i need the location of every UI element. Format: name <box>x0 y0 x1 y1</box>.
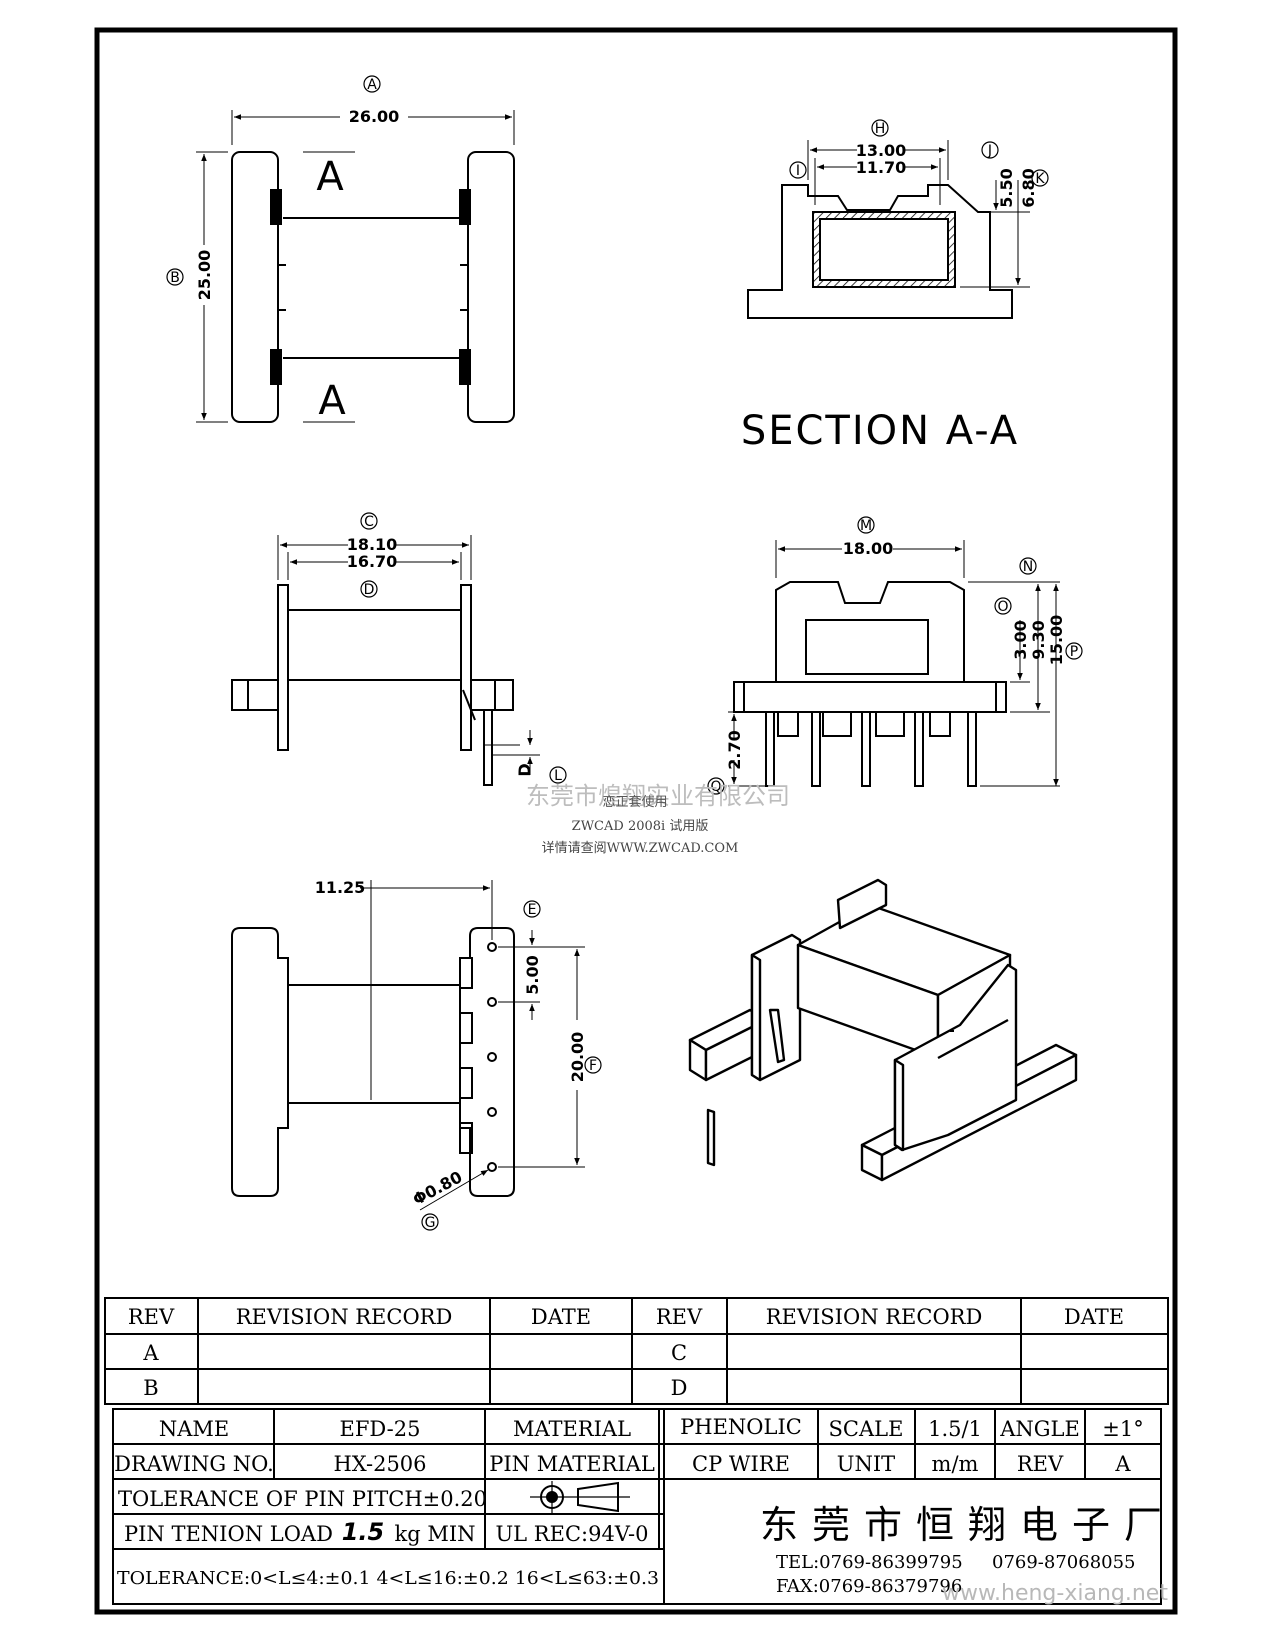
material-label: MATERIAL <box>513 1417 631 1441</box>
dim-f-value: 20.00 <box>568 1032 587 1083</box>
angle-label: ANGLE <box>999 1417 1080 1441</box>
dim-g-value: Φ0.80 <box>410 1167 466 1209</box>
section-view <box>747 119 1049 319</box>
watermark-line1: 恋正套使用 <box>602 794 667 810</box>
section-title: SECTION A-A <box>741 408 1019 454</box>
name-label: NAME <box>159 1417 229 1441</box>
watermark-line3: 详情请查阅WWW.ZWCAD.COM <box>542 841 739 856</box>
rev-a: A <box>142 1341 159 1365</box>
projection-symbol-icon <box>530 1481 630 1513</box>
dim-h-tag: H <box>875 121 886 137</box>
watermark-site: www.heng-xiang.net <box>942 1581 1168 1606</box>
date-header-left: DATE <box>531 1305 591 1329</box>
scale-label: SCALE <box>829 1417 904 1441</box>
section-mark-top: A <box>316 154 344 200</box>
dim-q-value: 2.70 <box>725 730 744 769</box>
dim-i-tag: I <box>796 163 800 179</box>
title-block <box>112 1408 1162 1605</box>
dim-k-tag: K <box>1035 171 1045 187</box>
pin-tension-unit: kg MIN <box>394 1522 475 1546</box>
dim-p2-value: 15.00 <box>1047 615 1066 666</box>
pin-material-label: PIN MATERIAL <box>489 1452 655 1476</box>
revision-record-header-right: REVISION RECORD <box>766 1305 983 1329</box>
pitch-tolerance: TOLERANCE OF PIN PITCH±0.20 <box>118 1487 487 1511</box>
front-view <box>707 516 1083 795</box>
tel-2: 0769-87068055 <box>992 1552 1136 1573</box>
scale-value: 1.5/1 <box>928 1417 982 1441</box>
section-mark-bottom: A <box>318 378 346 424</box>
dim-d-value: 16.70 <box>347 552 398 571</box>
dim-i-value: 11.70 <box>856 158 907 177</box>
dim-o-value: 3.00 <box>1011 620 1030 659</box>
rev-d: D <box>671 1376 688 1400</box>
rev-header-left: REV <box>128 1305 175 1329</box>
company-name: 东莞市恒翔电子厂 <box>760 1503 1176 1547</box>
watermark-company: 东莞市煌翔实业有限公司 <box>526 782 790 810</box>
bottom-view <box>231 880 602 1231</box>
date-header-right: DATE <box>1064 1305 1124 1329</box>
name-value: EFD-25 <box>340 1417 421 1441</box>
angle-value: ±1° <box>1102 1417 1143 1441</box>
isometric-view <box>688 878 1078 1182</box>
dim-j-tag: J <box>987 143 992 159</box>
dim-b-tag: B <box>170 270 180 286</box>
top-view <box>166 75 515 423</box>
dim-b-value: 25.00 <box>195 250 214 301</box>
dim-q-tag: Q <box>710 779 721 795</box>
watermark-line2: ZWCAD 2008i 试用版 <box>572 819 709 834</box>
dim-n-tag: N <box>1023 559 1033 575</box>
drawing-no-value: HX-2506 <box>333 1452 426 1476</box>
dim-m-tag: M <box>860 518 872 534</box>
drawing-no-label: DRAWING NO. <box>114 1452 274 1476</box>
dim-c-tag: C <box>364 514 374 530</box>
side-view <box>231 512 567 786</box>
dim-o-tag: O <box>997 599 1008 615</box>
rev-b: B <box>143 1376 158 1400</box>
sheet-border <box>94 27 1178 1615</box>
pin-material-value: CP WIRE <box>692 1452 790 1476</box>
dim-k-value: 6.80 <box>1019 168 1038 207</box>
unit-label: UNIT <box>837 1452 895 1476</box>
dim-d-tag: D <box>364 582 375 598</box>
revision-record-header-left: REVISION RECORD <box>236 1305 453 1329</box>
dim-h-value: 13.00 <box>856 141 907 160</box>
tel-1: TEL:0769-86399795 <box>776 1552 963 1573</box>
dim-a-value: 26.00 <box>349 107 400 126</box>
dim-e-tag: E <box>528 902 537 918</box>
dim-g-tag: G <box>425 1215 436 1231</box>
revision-table <box>104 1297 1169 1405</box>
dim-p-tag: P <box>1070 644 1078 660</box>
dim-m-value: 18.00 <box>843 539 894 558</box>
rev-c: C <box>671 1341 687 1365</box>
dim-l-value: D <box>515 763 534 776</box>
dim-p-value: 9.30 <box>1029 620 1048 659</box>
dim-j-value: 5.50 <box>997 168 1016 207</box>
ul-rec: UL REC:94V-0 <box>495 1522 648 1546</box>
pin-tension-value: 1.5 <box>342 1518 385 1546</box>
fax: FAX:0769-86379796 <box>776 1576 962 1597</box>
tolerance-line: TOLERANCE:0<L≤4:±0.1 4<L≤16:±0.2 16<L≤63… <box>117 1568 659 1589</box>
dim-f-tag: F <box>589 1058 597 1074</box>
dim-a-tag: A <box>367 77 377 93</box>
unit-value: m/m <box>932 1452 979 1476</box>
rev-value: A <box>1114 1452 1131 1476</box>
dim-l-tag: L <box>554 768 562 784</box>
top-view-right-flange <box>467 151 515 423</box>
rev-label: REV <box>1017 1452 1064 1476</box>
material-value: PHENOLIC <box>680 1415 802 1439</box>
dim-e-value: 5.00 <box>523 955 542 994</box>
dim-offset-value: 11.25 <box>315 878 366 897</box>
pin-tension-label: PIN TENION LOAD <box>124 1522 333 1546</box>
rev-header-right: REV <box>656 1305 703 1329</box>
dim-c-value: 18.10 <box>347 535 398 554</box>
